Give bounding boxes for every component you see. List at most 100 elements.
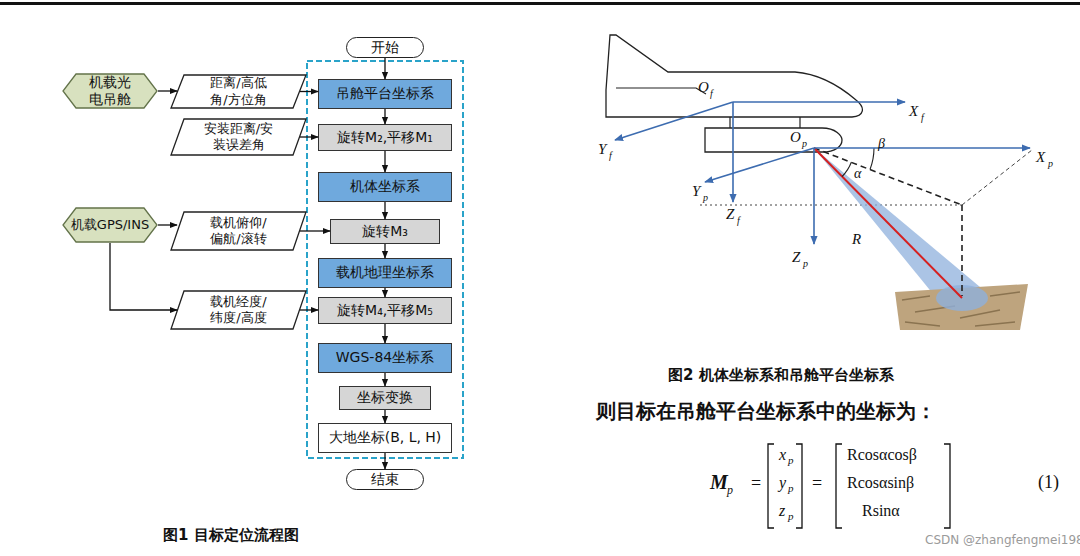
formula-subscript: p [788, 455, 794, 466]
axis-line [813, 148, 815, 244]
node-text: 吊舱平台坐标系 [336, 85, 434, 103]
flow-arrow [300, 136, 318, 137]
plane-edge [700, 205, 962, 206]
origin-label: O [790, 130, 801, 145]
node-text: 结束 [371, 471, 399, 489]
node-text: WGS-84坐标系 [336, 349, 434, 367]
input-parallelogram: 载机经度/纬度/高度 [170, 290, 307, 330]
axis-subscript: p [1048, 159, 1053, 169]
flow-arrow [384, 324, 385, 343]
hexagon-shape [63, 74, 157, 108]
flow-arrow [300, 91, 318, 92]
axis-line [705, 148, 814, 182]
flow-arrow [384, 202, 385, 219]
flow-arrow [384, 453, 385, 469]
axis-label: X [909, 104, 918, 119]
flow-arrow [384, 288, 385, 297]
coordinate-box: 机体坐标系 [318, 172, 452, 202]
flow-arrow [384, 109, 385, 124]
formula-subscript: p [727, 484, 733, 496]
node-text: 坐标变换 [357, 389, 413, 407]
flow-arrow [384, 410, 385, 423]
terminal-box: 开始 [346, 37, 424, 58]
terminal-box: 结束 [346, 469, 424, 490]
formula-subscript: p [788, 511, 794, 522]
hexagon-shape [63, 208, 157, 242]
source-hexagon: 机载GPS/INS [62, 207, 158, 243]
process-box: 旋转M₂,平移M₁ [318, 124, 452, 151]
axis-line [732, 102, 734, 202]
equation-number: (1) [1038, 473, 1059, 491]
matrix-entry: Rcosαsinβ [847, 475, 914, 491]
axis-label: O [698, 80, 709, 95]
axis-subscript: p [703, 193, 708, 203]
node-text: 旋转M₄,平移M₅ [337, 302, 433, 320]
parallelogram-shape [171, 75, 306, 108]
node-text: 距离/高低角/方位角 [209, 75, 269, 108]
angle-label: β [878, 137, 885, 151]
node-text: 载机地理坐标系 [336, 264, 434, 282]
flow-arrow [300, 230, 330, 231]
node-text: 机载光电吊舱 [88, 74, 132, 109]
flow-arrow [110, 243, 177, 310]
source-hexagon: 机载光电吊舱 [62, 73, 158, 109]
body-text: 则目标在吊舱平台坐标系中的坐标为： [596, 401, 936, 421]
pod-strut [730, 117, 800, 128]
flow-arrow [384, 244, 385, 258]
node-text: 载机经度/纬度/高度 [208, 294, 270, 327]
axis-label: Y [598, 142, 606, 157]
figure-caption: 图2 机体坐标系和吊舱平台坐标系 [668, 368, 894, 383]
angle-label: α [854, 167, 861, 181]
flow-arrow [158, 90, 177, 91]
node-text: 大地坐标(B, L, H) [329, 429, 442, 447]
axis-label: Y [692, 184, 700, 199]
tail-plane [616, 88, 706, 94]
range-label: R [852, 232, 861, 247]
flow-arrow [384, 373, 385, 386]
flow-arrow [384, 151, 385, 172]
coordinate-box: WGS-84坐标系 [318, 343, 452, 373]
flow-arrow [300, 309, 318, 310]
range-line [814, 148, 962, 298]
parallelogram-shape [171, 291, 306, 329]
axis-subscript: p [803, 259, 808, 269]
matrix-entry: z [779, 503, 785, 519]
axis-subscript: f [710, 89, 713, 99]
node-text: 开始 [371, 39, 399, 57]
coordinate-box: 吊舱平台坐标系 [318, 79, 452, 109]
node-text: 旋转M₃ [362, 223, 408, 241]
angle-arc [842, 162, 851, 176]
flow-arrow [384, 58, 385, 79]
formula-subscript: p [788, 483, 794, 494]
axis-label: Z [792, 250, 800, 265]
input-parallelogram: 距离/高低角/方位角 [170, 74, 307, 109]
vertical-drop [961, 205, 963, 296]
coordinate-box: 载机地理坐标系 [318, 258, 452, 288]
node-text: 机体坐标系 [350, 178, 420, 196]
sensor-beam [814, 148, 986, 300]
axis-label: X [1036, 150, 1045, 165]
input-parallelogram: 载机俯仰/偏航/滚转 [170, 211, 307, 251]
matrix-bracket [768, 444, 802, 528]
matrix-entry: Rsinα [862, 503, 900, 519]
parallelogram-shape [171, 212, 306, 250]
flow-arrow [158, 224, 177, 225]
top-rule [0, 2, 1080, 5]
axis-subscript: f [609, 151, 612, 161]
matrix-entry: x [779, 447, 786, 463]
aircraft-outline [606, 35, 862, 117]
dashed-frame [307, 61, 463, 458]
result-box: 大地坐标(B, L, H) [318, 423, 452, 453]
process-box: 旋转M₄,平移M₅ [318, 297, 452, 324]
angle-arc [870, 148, 874, 170]
process-box: 坐标变换 [339, 386, 431, 410]
formula-operator: = [812, 474, 822, 492]
formula-symbol: M [710, 472, 728, 492]
axis-subscript: f [737, 216, 740, 226]
node-text: 载机俯仰/偏航/滚转 [208, 215, 270, 248]
watermark: CSDN @zhangfengmei1987 [925, 534, 1080, 546]
axis-line [615, 102, 733, 140]
